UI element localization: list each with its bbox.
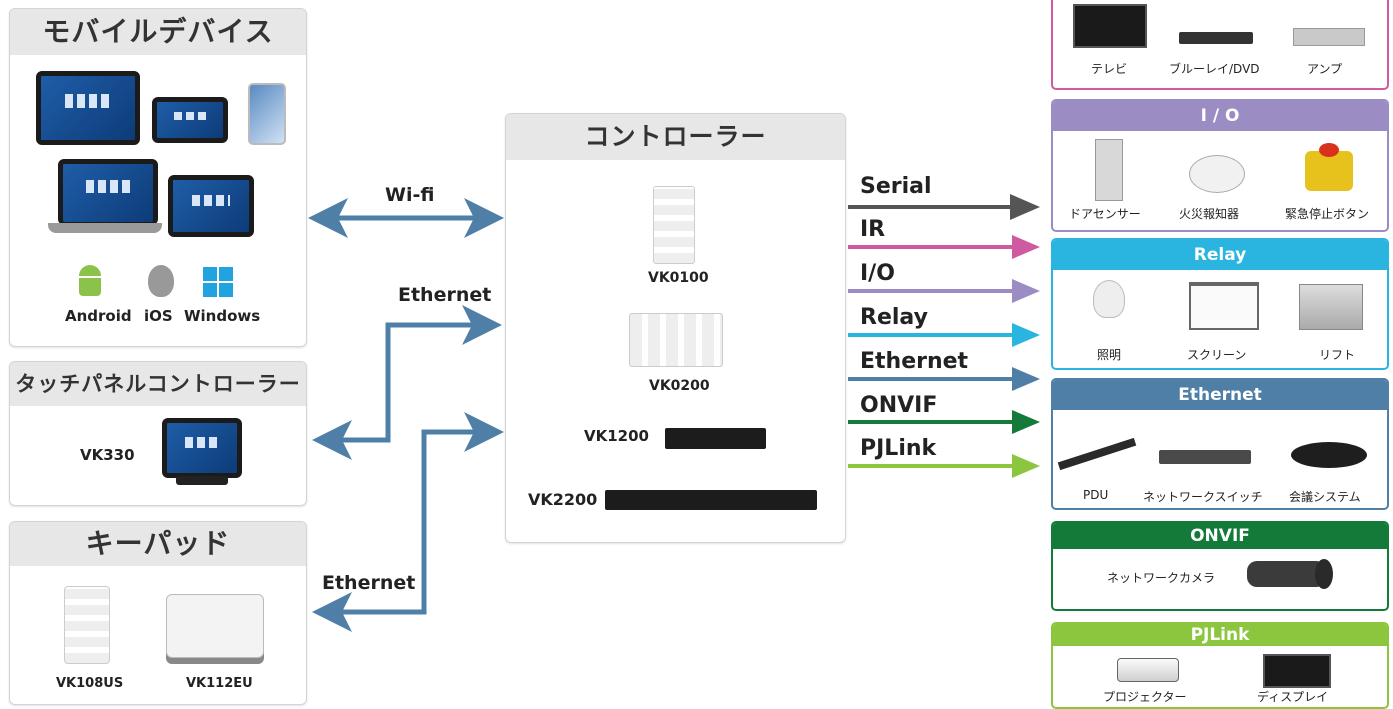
fire-alarm-label: 火災報知器 xyxy=(1179,207,1240,221)
protocol-onvif-label: ONVIF xyxy=(860,393,938,418)
protocol-relay-label: Relay xyxy=(860,305,928,330)
bluray-label: ブルーレイ/DVD xyxy=(1169,62,1260,76)
vk330-stand xyxy=(176,476,228,485)
display-image xyxy=(1263,654,1331,688)
protocol-serial-label: Serial xyxy=(860,174,932,199)
vk1200-label: VK1200 xyxy=(584,427,649,445)
pdu-image xyxy=(1057,437,1137,471)
screen-label: スクリーン xyxy=(1187,348,1247,362)
emergency-button-label: 緊急停止ボタン xyxy=(1285,207,1370,221)
relay-title: Relay xyxy=(1053,240,1387,270)
ethernet-touch-arrow xyxy=(312,305,502,460)
apple-icon xyxy=(148,265,174,297)
pjlink-arrow xyxy=(848,454,1040,478)
screen-image xyxy=(1189,282,1259,330)
vk112eu-image xyxy=(166,594,264,658)
vk330-label: VK330 xyxy=(80,446,135,464)
display-label: ディスプレイ xyxy=(1257,690,1329,704)
controller-title: コントローラー xyxy=(506,114,845,160)
wifi-label: Wi-fi xyxy=(385,184,435,206)
amplifier-image xyxy=(1293,28,1365,46)
ethernet-devices-panel: Ethernet PDU ネットワークスイッチ 会議システム xyxy=(1051,378,1389,510)
laptop-base-image xyxy=(48,223,162,233)
projector-image xyxy=(1117,658,1179,682)
pjlink-title: PJLink xyxy=(1053,624,1387,646)
keypad-title: キーパッド xyxy=(10,522,306,566)
io-devices-panel: I / O ドアセンサー 火災報知器 緊急停止ボタン xyxy=(1051,99,1389,232)
lift-image xyxy=(1299,284,1363,330)
av-devices-panel: テレビ ブルーレイ/DVD アンプ xyxy=(1051,0,1389,90)
vk108us-label: VK108US xyxy=(56,676,124,691)
io-title: I / O xyxy=(1053,101,1387,131)
network-camera-image xyxy=(1247,561,1321,587)
conference-system-image xyxy=(1291,442,1367,468)
vk330-image xyxy=(162,418,242,478)
keypad-panel: キーパッド VK108US VK112EU xyxy=(9,521,307,705)
vk108us-image xyxy=(64,586,110,664)
controller-panel: コントローラー VK0100 VK0200 VK1200 VK2200 xyxy=(505,113,846,543)
onvif-devices-panel: ONVIF ネットワークカメラ xyxy=(1051,521,1389,611)
emergency-button-cap xyxy=(1319,143,1339,157)
ethernet-top-label: Ethernet xyxy=(398,284,492,306)
ethernet-arrow xyxy=(848,367,1040,391)
ethernet-bottom-label: Ethernet xyxy=(322,572,416,594)
pdu-label: PDU xyxy=(1083,488,1109,502)
vk0200-image xyxy=(629,313,723,367)
vk0100-label: VK0100 xyxy=(648,270,709,286)
os-ios-label: iOS xyxy=(144,307,173,325)
lift-label: リフト xyxy=(1319,348,1356,362)
conference-system-label: 会議システム xyxy=(1289,490,1361,504)
door-sensor-label: ドアセンサー xyxy=(1069,207,1141,221)
fire-alarm-image xyxy=(1189,155,1245,193)
onvif-title: ONVIF xyxy=(1053,523,1387,549)
vk2200-image xyxy=(605,490,817,510)
bluray-image xyxy=(1179,32,1253,44)
projector-label: プロジェクター xyxy=(1103,690,1187,704)
vk0200-label: VK0200 xyxy=(649,378,710,394)
ethernet-keypad-arrow xyxy=(312,412,504,632)
relay-devices-panel: Relay 照明 スクリーン リフト xyxy=(1051,238,1389,370)
ethernet-title: Ethernet xyxy=(1053,380,1387,410)
protocol-io-label: I/O xyxy=(860,261,895,286)
android-icon xyxy=(76,265,104,299)
emergency-button-image xyxy=(1305,151,1353,191)
network-camera-label: ネットワークカメラ xyxy=(1107,571,1216,585)
ipad-large-image xyxy=(36,71,140,145)
vk1200-image xyxy=(665,428,766,449)
network-switch-image xyxy=(1159,450,1251,464)
mobile-devices-title: モバイルデバイス xyxy=(10,9,306,55)
network-switch-label: ネットワークスイッチ xyxy=(1143,490,1263,504)
laptop-image xyxy=(58,159,158,225)
camera-mount-image xyxy=(1315,559,1333,589)
door-sensor-image xyxy=(1095,139,1123,201)
mobile-devices-panel: モバイルデバイス Android iOS Windows xyxy=(9,8,307,347)
vk112eu-label: VK112EU xyxy=(186,676,253,691)
protocol-ethernet-label: Ethernet xyxy=(860,349,969,374)
ipad-mini-image xyxy=(152,97,228,143)
relay-arrow xyxy=(848,323,1040,347)
lighting-label: 照明 xyxy=(1097,348,1122,362)
vk0100-image xyxy=(653,186,695,264)
light-bulb-image xyxy=(1093,280,1125,318)
tv-label: テレビ xyxy=(1091,62,1128,76)
os-windows-label: Windows xyxy=(184,307,261,325)
windows-tablet-image xyxy=(168,175,254,237)
amplifier-label: アンプ xyxy=(1307,62,1343,76)
touch-panel-panel: タッチパネルコントローラー VK330 xyxy=(9,361,307,506)
ir-arrow xyxy=(848,235,1040,259)
protocol-ir-label: IR xyxy=(860,217,886,242)
io-arrow xyxy=(848,279,1040,303)
vk2200-label: VK2200 xyxy=(528,490,598,509)
serial-arrow xyxy=(848,194,1040,220)
touch-panel-title: タッチパネルコントローラー xyxy=(10,362,306,406)
tv-image xyxy=(1073,4,1147,48)
os-android-label: Android xyxy=(65,307,132,325)
smartphone-image xyxy=(248,83,286,145)
pjlink-devices-panel: PJLink プロジェクター ディスプレイ xyxy=(1051,622,1389,709)
onvif-arrow xyxy=(848,410,1040,434)
windows-icon xyxy=(203,267,233,297)
protocol-pjlink-label: PJLink xyxy=(860,436,937,461)
